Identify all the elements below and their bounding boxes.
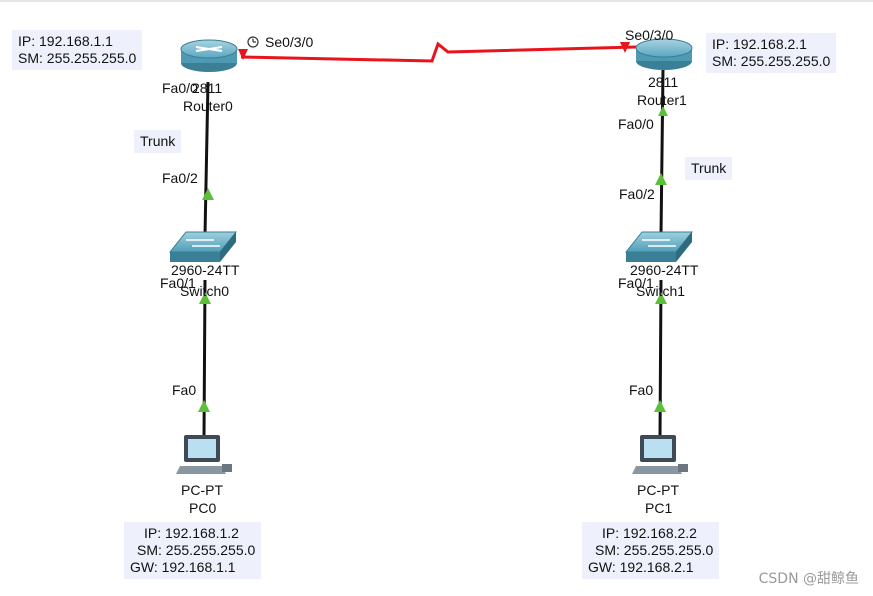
watermark: CSDN @甜鲸鱼 [758, 571, 859, 587]
pc0-type-label: PC-PT [181, 482, 223, 498]
router1-ip-note: IP: 192.168.2.1 SM: 255.255.255.0 [706, 33, 837, 73]
gateway: GW: 192.168.2.1 [588, 559, 694, 575]
switch1-up-port-label: Fa0/2 [619, 186, 655, 202]
switch0-up-port-label: Fa0/2 [162, 170, 198, 186]
ip-address: IP: 192.168.1.2 [144, 525, 239, 541]
router0-model-label: 2811 [192, 80, 223, 96]
ip-address: IP: 192.168.1.1 [18, 33, 113, 49]
router0-serial-port-label: Se0/3/0 [265, 34, 314, 50]
pc0-name-label: PC0 [189, 500, 217, 516]
serial-endpoint-marker [620, 42, 630, 53]
subnet-mask: SM: 255.255.255.0 [18, 50, 137, 66]
link-up-indicator [202, 188, 214, 200]
ip-address: IP: 192.168.2.1 [712, 36, 807, 52]
pc1-type-label: PC-PT [637, 482, 679, 498]
link-up-indicator [199, 292, 211, 304]
ip-address: IP: 192.168.2.2 [602, 525, 697, 541]
pc0-ip-note: IP: 192.168.1.2 SM: 255.255.255.0 GW: 19… [124, 522, 262, 579]
router0-fa-port-label: Fa0/0 [162, 80, 198, 96]
router0-name-label: Router0 [183, 98, 233, 114]
pc-icon[interactable] [632, 435, 688, 474]
subnet-mask: SM: 255.255.255.0 [595, 542, 714, 558]
trunk-link-left[interactable] [203, 81, 210, 236]
switch1-down-port-label: Fa0/1 [618, 275, 654, 291]
link-up-indicator [655, 292, 667, 304]
pc-icon[interactable] [176, 435, 232, 474]
link-up-indicator [198, 400, 210, 412]
switch0-model-label: 2960-24TT [171, 262, 240, 278]
router-icon[interactable] [635, 38, 693, 70]
trunk-label: Trunk [134, 130, 182, 153]
pc1-ip-note: IP: 192.168.2.2 SM: 255.255.255.0 GW: 19… [582, 522, 720, 579]
router1-model-label: 2811 [648, 74, 679, 90]
switch1-name-label: Switch1 [636, 283, 686, 299]
router1-serial-port-label: Se0/3/0 [625, 27, 674, 43]
pc1-port-label: Fa0 [629, 382, 654, 398]
switch0-name-label: Switch0 [180, 283, 230, 299]
subnet-mask: SM: 255.255.255.0 [712, 53, 831, 69]
router1-fa-port-label: Fa0/0 [618, 116, 654, 132]
switch1-model-label: 2960-24TT [630, 262, 699, 278]
router1-name-label: Router1 [637, 92, 687, 108]
link-up-indicator [655, 173, 667, 185]
pc0-port-label: Fa0 [172, 382, 197, 398]
serial-link[interactable] [240, 41, 638, 63]
link-up-indicator [654, 400, 666, 412]
switch-icon[interactable] [624, 231, 694, 262]
serial-endpoint-marker [238, 49, 248, 60]
link-up-indicator [658, 106, 668, 116]
router-icon[interactable] [180, 39, 238, 72]
top-border [0, 0, 873, 2]
subnet-mask: SM: 255.255.255.0 [137, 542, 256, 558]
router0-ip-note: IP: 192.168.1.1 SM: 255.255.255.0 [12, 30, 143, 70]
pc1-name-label: PC1 [645, 500, 673, 516]
trunk-link-right[interactable] [659, 69, 665, 236]
clock-icon [247, 36, 259, 48]
gateway: GW: 192.168.1.1 [130, 559, 236, 575]
switch-icon[interactable] [168, 231, 238, 262]
trunk-label: Trunk [685, 157, 733, 180]
switch0-down-port-label: Fa0/1 [160, 275, 196, 291]
